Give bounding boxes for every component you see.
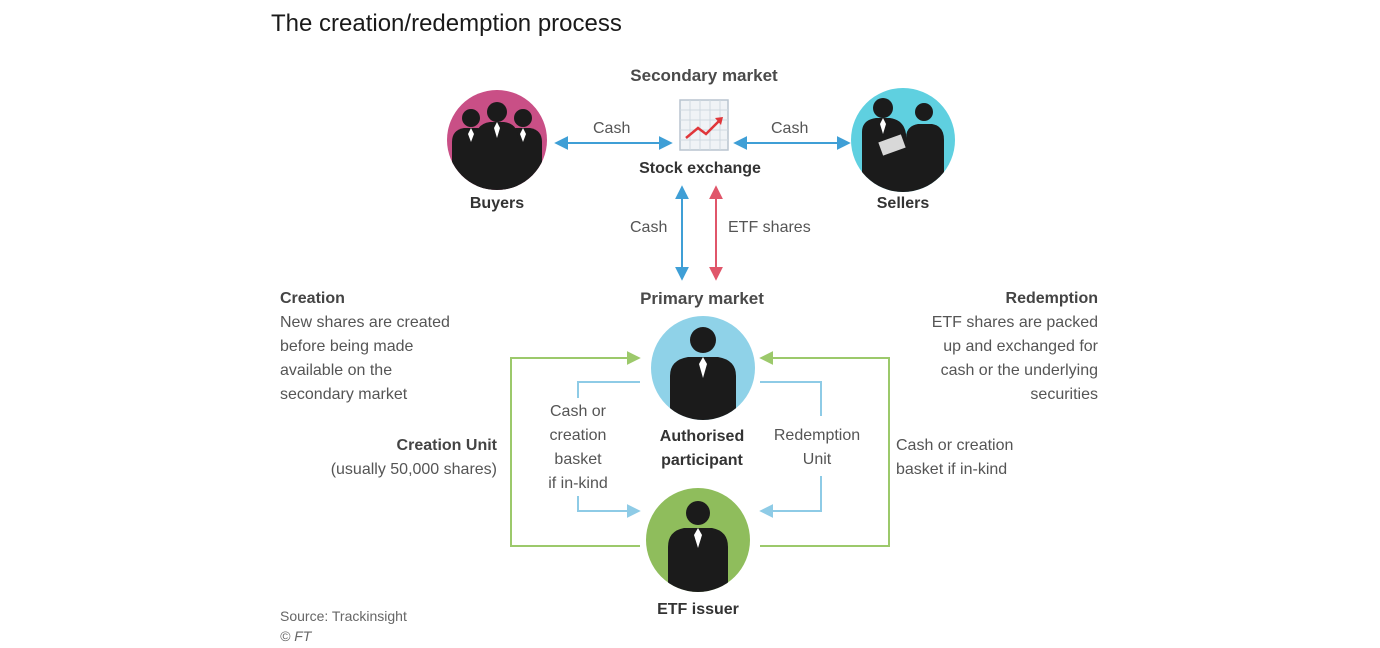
redemption-unit-connector-top xyxy=(760,381,822,416)
authorised-participant-icon xyxy=(651,316,755,420)
source-text: Source: Trackinsight xyxy=(280,608,407,624)
buyers-label: Buyers xyxy=(469,195,525,212)
cash-or-creation-basket-loop xyxy=(759,351,890,547)
copyright-text: © FT xyxy=(280,628,312,644)
redemption-unit-label: Redemption Unit xyxy=(773,427,861,468)
etf-issuer-label: ETF issuer xyxy=(657,601,739,618)
cash-label-vertical: Cash xyxy=(630,219,668,236)
etf-shares-label: ETF shares xyxy=(728,219,811,236)
redemption-unit-connector-bottom xyxy=(759,476,822,518)
stock-chart-icon xyxy=(679,99,729,151)
sellers-icon xyxy=(851,88,955,192)
creation-unit-loop xyxy=(510,351,641,547)
sellers-label: Sellers xyxy=(876,195,930,212)
creation-unit-label: Creation Unit (usually 50,000 shares) xyxy=(330,437,497,478)
creation-note: Creation New shares are created before b… xyxy=(280,290,450,403)
cash-label-left: Cash xyxy=(593,120,631,137)
cash-or-creation-basket-right-label: Cash or creation basket if in-kind xyxy=(896,437,1014,478)
cash-basket-connector-bottom xyxy=(577,496,641,518)
etf-issuer-icon xyxy=(646,488,750,592)
redemption-note: Redemption ETF shares are packed up and … xyxy=(931,290,1098,403)
cash-basket-connector-top xyxy=(577,381,640,398)
buyers-icon xyxy=(447,90,547,190)
stock-exchange-label: Stock exchange xyxy=(639,160,761,177)
cash-or-creation-basket-label: Cash or creation basket if in-kind xyxy=(548,403,608,492)
authorised-participant-label: Authorised participant xyxy=(659,428,745,469)
page-title: The creation/redemption process xyxy=(271,10,622,37)
cash-label-right: Cash xyxy=(771,120,809,137)
primary-market-heading: Primary market xyxy=(640,289,764,308)
secondary-market-heading: Secondary market xyxy=(630,66,778,85)
